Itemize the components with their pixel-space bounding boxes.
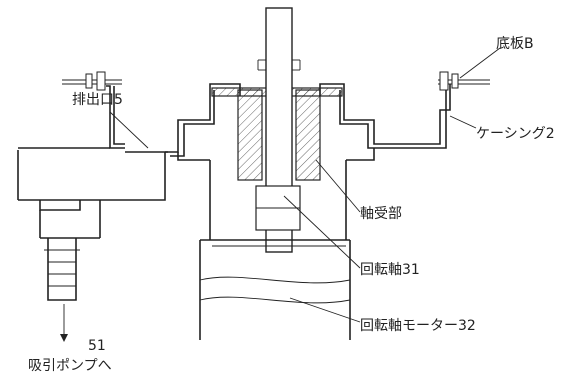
outlet-pipe xyxy=(17,71,168,342)
outlet-label: 排出口5 xyxy=(72,92,123,108)
bearing-label: 軸受部 xyxy=(360,206,402,222)
shaft-label: 回転軸31 xyxy=(360,262,420,278)
casing-label: ケーシング2 xyxy=(476,126,555,142)
reference-number-label: 51 xyxy=(88,338,106,354)
motor-label: 回転軸モーター32 xyxy=(360,318,476,334)
casing-body xyxy=(165,7,501,340)
suction-pump-label: 吸引ポンプへ xyxy=(28,358,112,374)
bottom-plate-label: 底板B xyxy=(496,36,534,52)
